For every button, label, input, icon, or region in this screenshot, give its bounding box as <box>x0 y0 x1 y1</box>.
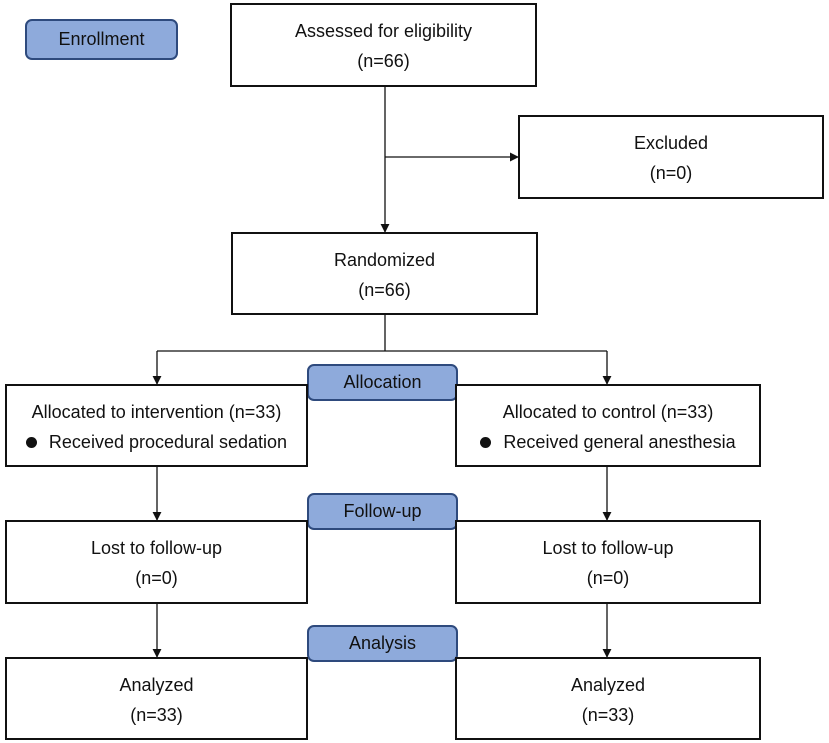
assessed-box: Assessed for eligibility (n=66) <box>230 3 537 87</box>
randomized-box: Randomized (n=66) <box>231 232 538 315</box>
bullet-icon <box>25 436 37 448</box>
intervention-lost-box: Lost to follow-up (n=0) <box>5 520 308 604</box>
intervention-allocation-box: Allocated to intervention (n=33) Receive… <box>5 384 308 467</box>
follow-up-stage-label: Follow-up <box>307 493 458 530</box>
analysis-stage-text: Analysis <box>348 633 417 653</box>
excluded-count: (n=0) <box>649 163 693 183</box>
control-analyzed-box: Analyzed (n=33) <box>455 657 761 740</box>
intervention-allocated-text: Allocated to intervention (n=33) <box>31 402 282 422</box>
control-lost-box: Lost to follow-up (n=0) <box>455 520 761 604</box>
intervention-received-text: Received procedural sedation <box>48 432 288 452</box>
excluded-box: Excluded (n=0) <box>518 115 824 199</box>
enrollment-stage-text: Enrollment <box>58 29 145 49</box>
randomized-count: (n=66) <box>358 280 411 300</box>
bullet-icon <box>480 436 492 448</box>
intervention-analyzed-label: Analyzed <box>119 675 194 695</box>
control-allocation-box: Allocated to control (n=33) Received gen… <box>455 384 761 467</box>
intervention-lost-label: Lost to follow-up <box>90 538 223 558</box>
excluded-label: Excluded <box>633 133 709 153</box>
assessed-count: (n=66) <box>357 51 410 71</box>
intervention-received-item: Received procedural sedation <box>7 427 306 457</box>
enrollment-stage-label: Enrollment <box>25 19 178 60</box>
intervention-analyzed-box: Analyzed (n=33) <box>5 657 308 740</box>
control-allocated-text: Allocated to control (n=33) <box>502 402 714 422</box>
control-analyzed-count: (n=33) <box>581 705 635 725</box>
control-analyzed-label: Analyzed <box>570 675 646 695</box>
allocation-stage-text: Allocation <box>343 372 422 392</box>
randomized-label: Randomized <box>333 250 436 270</box>
intervention-lost-count: (n=0) <box>135 568 178 588</box>
follow-up-stage-text: Follow-up <box>343 501 422 521</box>
analysis-stage-label: Analysis <box>307 625 458 662</box>
control-received-text: Received general anesthesia <box>503 432 736 452</box>
control-lost-count: (n=0) <box>586 568 630 588</box>
intervention-analyzed-count: (n=33) <box>130 705 183 725</box>
allocation-stage-label: Allocation <box>307 364 458 401</box>
control-received-item: Received general anesthesia <box>457 427 759 457</box>
assessed-label: Assessed for eligibility <box>294 21 473 41</box>
control-lost-label: Lost to follow-up <box>542 538 674 558</box>
